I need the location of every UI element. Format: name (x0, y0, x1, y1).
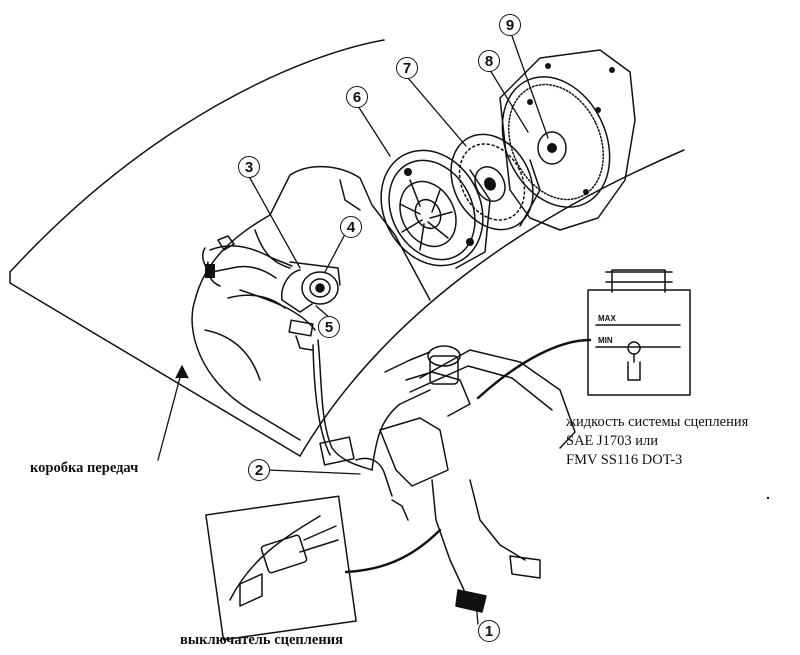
fluid-spec-line-2: SAE J1703 или (566, 433, 659, 449)
clutch-switch-inset (205, 495, 357, 641)
callout-3: 3 (238, 156, 260, 178)
callout-4: 4 (340, 216, 362, 238)
stray-dot (766, 496, 770, 500)
callout-1: 1 (478, 620, 500, 642)
gearbox-housing (191, 165, 431, 441)
callout-5: 5 (318, 316, 340, 338)
callout-2: 2 (248, 459, 270, 481)
callout-7: 7 (396, 57, 418, 79)
pressure-plate (380, 149, 491, 269)
reservoir-min-mark: MIN (598, 336, 613, 345)
clutch-hydraulic-line (202, 235, 431, 471)
clutch-disc (450, 133, 541, 231)
pedal-assembly (319, 345, 576, 613)
firewall-curve (299, 149, 685, 457)
fluid-spec-line-1: жидкость системы сцепления (566, 414, 749, 430)
reservoir-max-mark: MAX (598, 314, 616, 323)
bay-outline-curve (9, 39, 385, 273)
gearbox-label: коробка передач (30, 460, 139, 476)
release-bearing-assembly (281, 261, 341, 351)
callout-6: 6 (346, 86, 368, 108)
callout-9: 9 (499, 14, 521, 36)
callout-8: 8 (478, 50, 500, 72)
clutch-switch-label: выключатель сцепления (180, 632, 343, 648)
fluid-spec-line-3: FMV SS116 DOT-3 (566, 452, 683, 468)
flywheel (499, 49, 636, 231)
reservoir-inset (587, 269, 691, 396)
bay-outline-left (9, 271, 301, 457)
leader-lines (157, 35, 592, 625)
